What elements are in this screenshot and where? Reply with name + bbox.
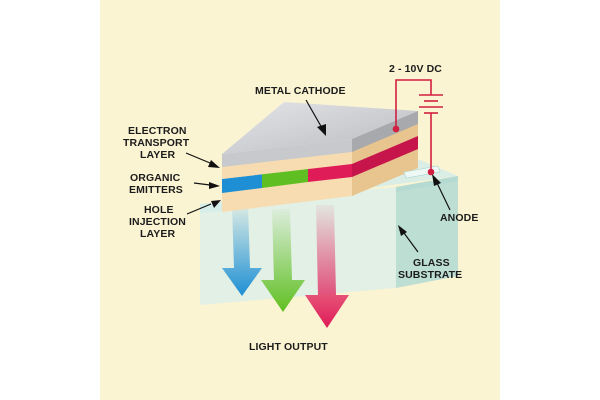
hole-injection-label-1: HOLE — [144, 204, 174, 216]
light-output-label: LIGHT OUTPUT — [249, 341, 328, 353]
anode-label: ANODE — [440, 212, 478, 224]
electron-transport-label-1: ELECTRON — [128, 125, 187, 137]
hole-injection-label-3: LAYER — [140, 228, 175, 240]
electron-transport-label-3: LAYER — [140, 149, 175, 161]
electron-transport-layer — [222, 151, 352, 179]
glass-substrate-label-2: SUBSTRATE — [398, 269, 462, 281]
cathode-contact-dot — [392, 125, 400, 133]
anode-contact-dot — [427, 168, 435, 176]
glass-substrate-label-1: GLASS — [413, 257, 450, 269]
hole-injection-label-2: INJECTION — [129, 216, 186, 228]
hole-injection-layer — [222, 176, 352, 212]
light-beams — [222, 205, 349, 328]
metal-cathode-side — [352, 111, 418, 152]
metal-cathode-front — [222, 139, 352, 167]
organic-emitters-label-1: ORGANIC — [130, 172, 181, 184]
organic-emitters-label-2: EMITTERS — [129, 184, 183, 196]
emitter-blue-segment — [222, 174, 262, 193]
leader-arrows — [185, 99, 451, 253]
electron-transport-label-2: TRANSPORT — [123, 137, 190, 149]
dc-circuit — [395, 79, 443, 172]
red-light-arrow — [305, 205, 349, 328]
blue-light-arrow — [222, 206, 262, 296]
voltage-label: 2 - 10V DC — [389, 63, 442, 75]
green-light-arrow — [261, 209, 305, 312]
metal-cathode-label: METAL CATHODE — [255, 85, 346, 97]
